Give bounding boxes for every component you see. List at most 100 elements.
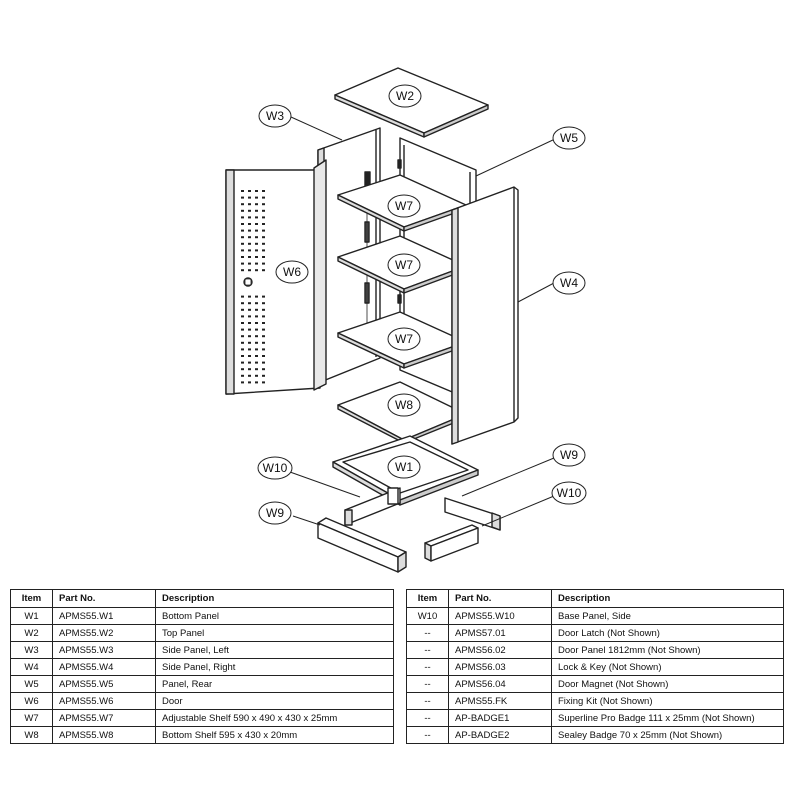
callout-w1	[387, 455, 421, 479]
cell-part-no: AP-BADGE2	[448, 726, 552, 744]
callout-label-w10-left: W10	[263, 461, 288, 475]
cell-part-no: APMS55.W10	[448, 607, 552, 625]
cell-item: --	[406, 624, 449, 642]
column-header-part-no: Part No.	[448, 589, 552, 608]
cell-part-no: APMS55.W9	[52, 743, 156, 744]
callout-label-w3: W3	[266, 109, 284, 123]
table-row: W9APMS55.W9Base Panel, Front	[10, 743, 394, 744]
callout-label-w4: W4	[560, 276, 578, 290]
cell-item: W3	[10, 641, 53, 659]
cell-item: W10	[406, 607, 449, 625]
cell-description: Adjustable Shelf 590 x 490 x 430 x 25mm	[155, 709, 394, 727]
cell-item: W7	[10, 709, 53, 727]
callout-label-w7-middle: W7	[395, 258, 413, 272]
callout-w10-right	[551, 481, 587, 505]
column-header-description: Description	[155, 589, 394, 608]
callout-w2	[388, 84, 422, 108]
callout-w9-right	[552, 443, 586, 467]
callout-label-w9-right: W9	[560, 448, 578, 462]
right-side-panel-w4	[451, 186, 519, 445]
callout-label-w8: W8	[395, 398, 413, 412]
cell-description: Top Panel	[155, 624, 394, 642]
cell-description: Sealey Badge 70 x 25mm (Not Shown)	[551, 726, 784, 744]
callout-label-w7-bottom: W7	[395, 332, 413, 346]
cell-description: Base Panel, Side	[551, 607, 784, 625]
cell-item: W4	[10, 658, 53, 676]
cell-item: W6	[10, 692, 53, 710]
callout-w7-bottom	[387, 327, 421, 351]
cell-item: W8	[10, 726, 53, 744]
table-header-row: Item Part No. Description	[10, 589, 394, 608]
cell-item: W5	[10, 675, 53, 693]
cell-part-no: APMS56.03	[448, 658, 552, 676]
column-header-item: Item	[10, 589, 53, 608]
callout-label-w1: W1	[395, 460, 413, 474]
callout-bubbles	[257, 84, 587, 525]
cell-item: --	[406, 658, 449, 676]
cell-description: Bottom Panel	[155, 607, 394, 625]
table-header-row: Item Part No. Description	[406, 589, 784, 608]
callout-label-w10-right: W10	[557, 486, 582, 500]
door-vent-holes	[241, 190, 265, 384]
callout-w6	[275, 260, 309, 284]
cell-part-no: APMS55.W5	[52, 675, 156, 693]
callout-w9-left	[258, 501, 292, 525]
cell-description: Door Panel 1812mm (Not Shown)	[551, 641, 784, 659]
callout-label-w6: W6	[283, 265, 301, 279]
leader-lines	[289, 116, 556, 527]
cell-part-no: APMS57.01	[448, 624, 552, 642]
cell-part-no: AP-BADGE1	[448, 709, 552, 727]
cell-item: W1	[10, 607, 53, 625]
cell-item: --	[406, 726, 449, 744]
cell-part-no: APMS56.04	[448, 675, 552, 693]
cell-description: Superline Pro Badge 111 x 25mm (Not Show…	[551, 709, 784, 727]
cell-description: Side Panel, Right	[155, 658, 394, 676]
base-panel-front-w9-right	[424, 524, 479, 562]
callout-w3	[258, 104, 292, 128]
column-header-item: Item	[406, 589, 449, 608]
cell-part-no: APMS55.W1	[52, 607, 156, 625]
base-panel-side-w10-right	[444, 497, 501, 531]
callout-w8	[387, 393, 421, 417]
base-panel-side-w10-left	[344, 487, 401, 526]
callout-label-w5: W5	[560, 131, 578, 145]
cell-item: W9	[10, 743, 53, 744]
callout-w7-middle	[387, 253, 421, 277]
cell-description: Door	[155, 692, 394, 710]
cell-item: --	[406, 709, 449, 727]
cell-part-no: APMS55.W6	[52, 692, 156, 710]
callout-label-w2: W2	[396, 89, 414, 103]
cell-part-no: APMS55.W8	[52, 726, 156, 744]
base-panel-front-w9-left	[317, 517, 407, 573]
callout-label-w7-top: W7	[395, 199, 413, 213]
cell-part-no: APMS55.FK	[448, 692, 552, 710]
callout-label-w9-left: W9	[266, 506, 284, 520]
cell-description: Door Latch (Not Shown)	[551, 624, 784, 642]
cell-description: Lock & Key (Not Shown)	[551, 658, 784, 676]
cell-part-no: APMS55.W4	[52, 658, 156, 676]
callout-w5	[552, 126, 586, 150]
callout-w10-left	[257, 456, 293, 480]
callout-w7-top	[387, 194, 421, 218]
cell-part-no: APMS55.W7	[52, 709, 156, 727]
column-header-part-no: Part No.	[52, 589, 156, 608]
cell-description: Side Panel, Left	[155, 641, 394, 659]
cell-part-no: APMS55.W2	[52, 624, 156, 642]
cell-description: Bottom Shelf 595 x 430 x 20mm	[155, 726, 394, 744]
